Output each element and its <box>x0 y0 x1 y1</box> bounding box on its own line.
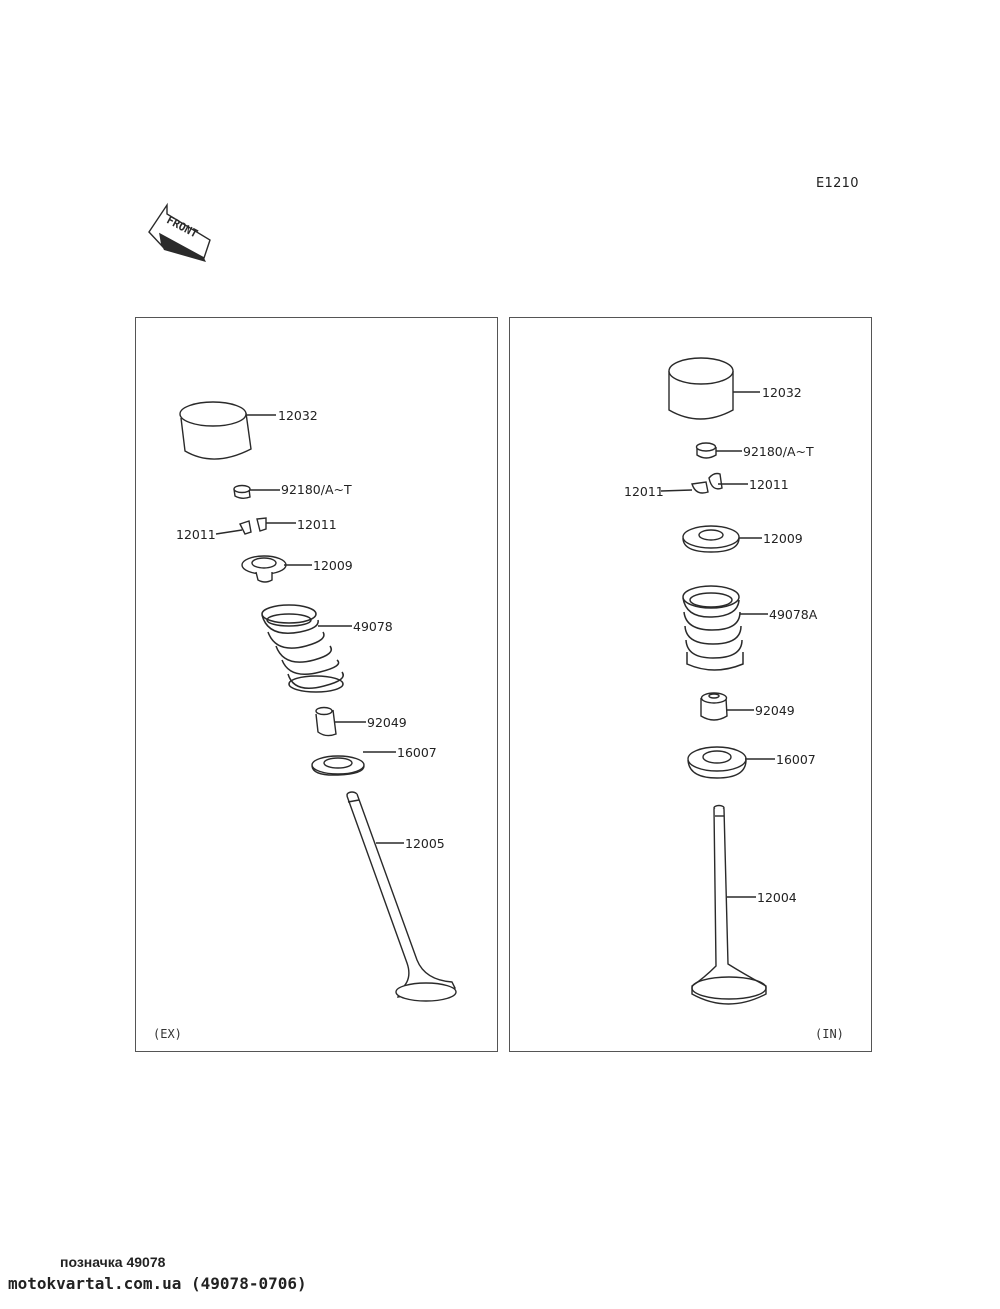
ex-tappet-icon <box>179 401 252 460</box>
intake-panel <box>509 317 872 1052</box>
ex-shim-icon <box>233 484 251 499</box>
in-seat-label: 16007 <box>776 752 816 767</box>
front-arrow-icon: FRONT <box>148 202 211 262</box>
in-seat-icon <box>687 746 747 779</box>
exhaust-panel <box>135 317 498 1052</box>
in-shim-icon <box>695 442 717 459</box>
in-spring-icon <box>682 585 744 671</box>
diagram-code: E1210 <box>816 176 859 191</box>
in-spring-label: 49078A <box>769 607 818 622</box>
in-retainer-icon <box>682 525 740 553</box>
ex-valve-icon <box>346 791 457 1002</box>
ex-seat-icon <box>311 755 365 776</box>
in-cotter-icon <box>691 472 723 494</box>
in-valve-label: 12004 <box>757 890 797 905</box>
ex-retainer-icon <box>241 555 287 583</box>
ex-tappet-label: 12032 <box>278 408 318 423</box>
in-tappet-icon <box>668 357 734 420</box>
ex-cotter-left-label: 12011 <box>176 527 216 542</box>
ex-tag: (EX) <box>153 1027 182 1041</box>
in-cotter-left-label: 12011 <box>624 484 664 499</box>
footer-part-note: позначка 49078 <box>60 1254 166 1270</box>
ex-cotter-icon <box>239 517 267 535</box>
in-tappet-label: 12032 <box>762 385 802 400</box>
in-seal-label: 92049 <box>755 703 795 718</box>
in-tag: (IN) <box>815 1027 844 1041</box>
in-shim-label: 92180/A~T <box>743 444 814 459</box>
ex-seat-label: 16007 <box>397 745 437 760</box>
in-seal-icon <box>700 692 728 721</box>
ex-shim-label: 92180/A~T <box>281 482 352 497</box>
ex-spring-icon <box>261 604 344 693</box>
ex-spring-label: 49078 <box>353 619 393 634</box>
ex-seal-icon <box>315 706 337 737</box>
ex-retainer-label: 12009 <box>313 558 353 573</box>
ex-valve-label: 12005 <box>405 836 445 851</box>
ex-seal-label: 92049 <box>367 715 407 730</box>
footer-source-link[interactable]: motokvartal.com.ua (49078-0706) <box>8 1274 307 1293</box>
ex-cotter-right-label: 12011 <box>297 517 337 532</box>
in-retainer-label: 12009 <box>763 531 803 546</box>
in-valve-icon <box>691 804 767 1005</box>
in-cotter-right-label: 12011 <box>749 477 789 492</box>
